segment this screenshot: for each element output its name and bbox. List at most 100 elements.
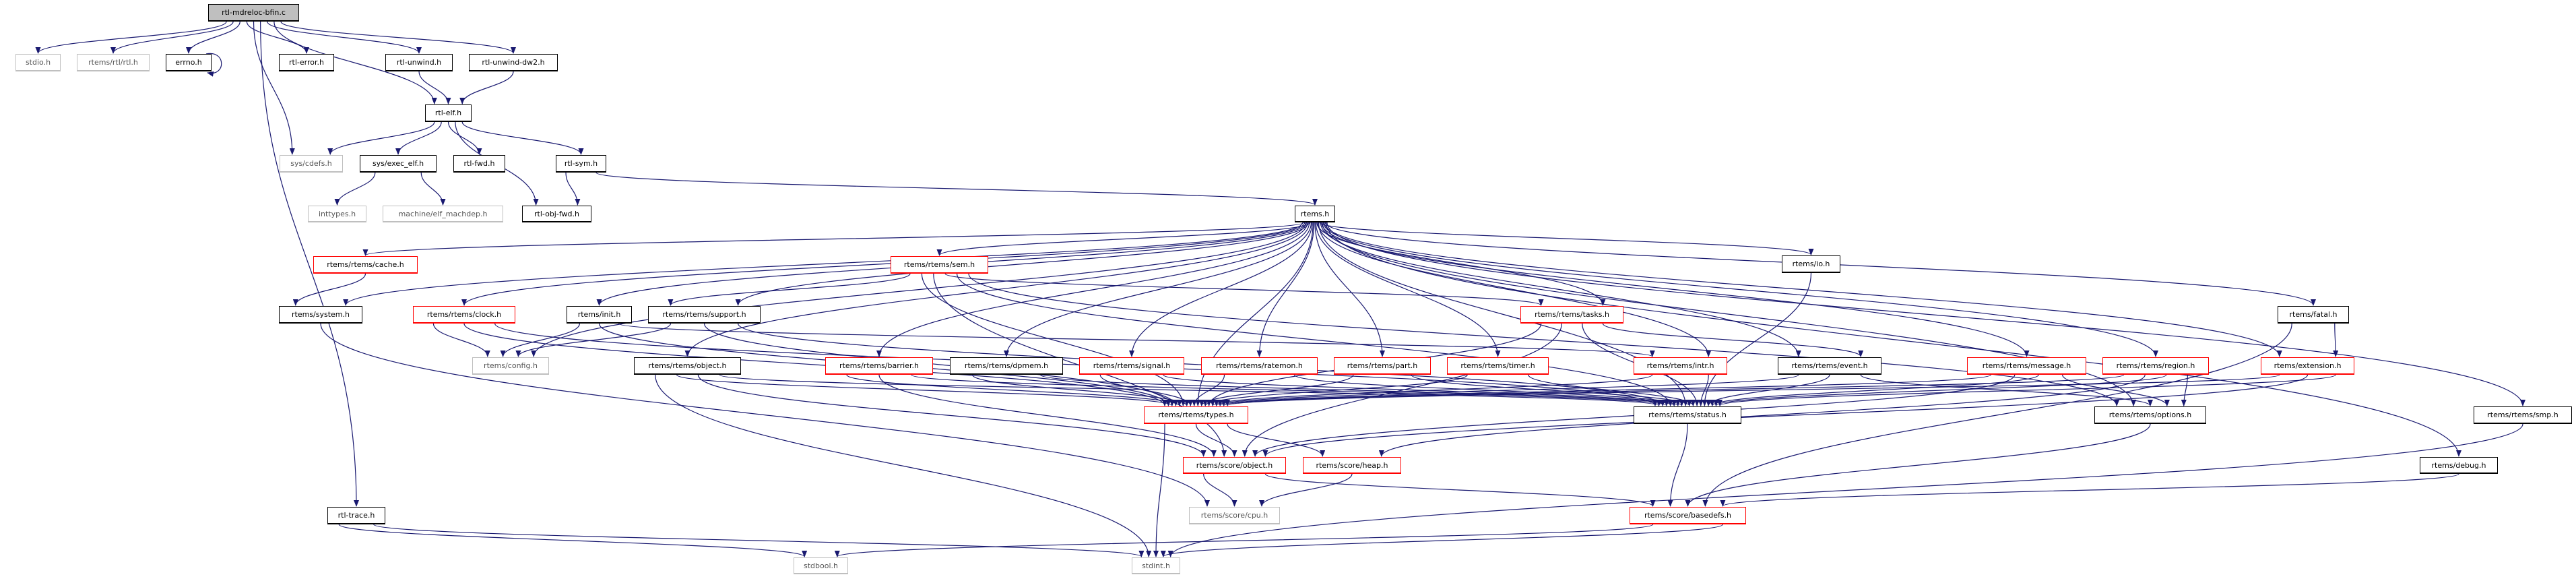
node-stdint[interactable]: stdint.h xyxy=(1132,557,1180,574)
edge-status-to-basedefs xyxy=(1667,423,1688,507)
node-label: rtems/rtems/clock.h xyxy=(426,310,502,319)
edge-types-to-stdint xyxy=(1153,423,1165,557)
node-system[interactable]: rtems/system.h xyxy=(279,306,362,324)
node-ratemon[interactable]: rtems/rtems/ratemon.h xyxy=(1201,357,1318,375)
edge-execelf-to-machdep xyxy=(420,172,446,206)
node-label: rtl-sym.h xyxy=(564,159,598,168)
node-barrier[interactable]: rtems/rtems/barrier.h xyxy=(825,357,933,375)
edge-extension-to-status xyxy=(1717,374,2336,406)
edge-rtems-to-intr xyxy=(1317,222,1712,357)
node-fatal[interactable]: rtems/fatal.h xyxy=(2278,306,2349,324)
node-debug[interactable]: rtems/debug.h xyxy=(2420,457,2498,474)
node-intr[interactable]: rtems/rtems/intr.h xyxy=(1634,357,1727,375)
node-timer[interactable]: rtems/rtems/timer.h xyxy=(1447,357,1549,375)
node-unwinddw2[interactable]: rtl-unwind-dw2.h xyxy=(469,54,558,71)
node-clock[interactable]: rtems/rtems/clock.h xyxy=(413,306,515,324)
node-config[interactable]: rtems/config.h xyxy=(472,357,549,375)
node-rtltrace[interactable]: rtl-trace.h xyxy=(327,507,385,524)
edge-root-to-rtltrace xyxy=(260,21,359,507)
node-label: rtems/rtems/types.h xyxy=(1158,410,1234,419)
node-unwind[interactable]: rtl-unwind.h xyxy=(385,54,453,71)
node-rtlsym[interactable]: rtl-sym.h xyxy=(556,155,606,173)
edge-support-to-config xyxy=(515,323,671,357)
edge-sem-to-types xyxy=(921,273,1186,406)
edge-smp-to-stdint xyxy=(1167,423,2523,557)
node-rtlerror[interactable]: rtl-error.h xyxy=(279,54,334,71)
node-status[interactable]: rtems/rtems/status.h xyxy=(1634,406,1741,424)
node-tasks[interactable]: rtems/rtems/tasks.h xyxy=(1520,306,1623,324)
node-stdio[interactable]: stdio.h xyxy=(15,54,61,71)
node-message[interactable]: rtems/rtems/message.h xyxy=(1967,357,2086,375)
edge-intr-to-status xyxy=(1698,374,1709,406)
node-rtlelf[interactable]: rtl-elf.h xyxy=(425,104,472,122)
edge-types-to-heap xyxy=(1227,423,1326,457)
edge-rtems-to-region xyxy=(1322,222,2158,357)
edge-fatal-to-basedefs xyxy=(1702,323,2292,507)
node-label: rtems/rtems/message.h xyxy=(1982,361,2071,370)
node-execelf[interactable]: sys/exec_elf.h xyxy=(360,155,437,173)
edge-heap-to-cpu xyxy=(1259,473,1353,507)
node-heap[interactable]: rtems/score/heap.h xyxy=(1303,457,1401,474)
edge-dpmem-to-status xyxy=(1039,374,1677,406)
node-cache[interactable]: rtems/rtems/cache.h xyxy=(313,256,418,274)
node-errno[interactable]: errno.h xyxy=(166,54,212,71)
node-cdefs[interactable]: sys/cdefs.h xyxy=(280,155,343,173)
node-label: sys/cdefs.h xyxy=(290,159,332,168)
node-part[interactable]: rtems/rtems/part.h xyxy=(1334,357,1431,375)
node-dpmem[interactable]: rtems/rtems/dpmem.h xyxy=(950,357,1063,375)
node-support[interactable]: rtems/rtems/support.h xyxy=(648,306,761,324)
edge-rtems-to-part xyxy=(1314,222,1385,357)
edge-rtems-to-ratemon xyxy=(1256,222,1315,357)
node-scoreobject[interactable]: rtems/score/object.h xyxy=(1183,457,1286,474)
node-inttypes[interactable]: inttypes.h xyxy=(308,206,366,222)
node-label: rtems/fatal.h xyxy=(2289,310,2338,319)
edge-rtems-to-debug xyxy=(1326,222,2461,457)
edge-rtems-to-smp xyxy=(1326,222,2525,406)
node-rtl[interactable]: rtems/rtl/rtl.h xyxy=(77,54,150,71)
edge-root-to-unwinddw2 xyxy=(280,21,516,54)
node-sem[interactable]: rtems/rtems/sem.h xyxy=(891,256,988,274)
edge-root-to-errno xyxy=(186,21,240,54)
node-label: sys/exec_elf.h xyxy=(372,159,424,168)
edge-event-to-options xyxy=(1860,374,2153,406)
edge-rtems-to-cache xyxy=(363,222,1304,256)
node-rtlfwd[interactable]: rtl-fwd.h xyxy=(453,155,505,173)
node-object[interactable]: rtems/rtems/object.h xyxy=(634,357,741,375)
node-event[interactable]: rtems/rtems/event.h xyxy=(1778,357,1881,375)
edge-rtems-to-clock xyxy=(461,222,1306,306)
node-options[interactable]: rtems/rtems/options.h xyxy=(2094,406,2206,424)
edge-object-to-status xyxy=(719,374,1662,406)
edge-part-to-status xyxy=(1411,374,1692,406)
node-cpu[interactable]: rtems/score/cpu.h xyxy=(1189,507,1280,524)
edge-barrier-to-scoreobject xyxy=(878,374,1217,457)
node-types[interactable]: rtems/rtems/types.h xyxy=(1144,406,1248,424)
node-basedefs[interactable]: rtems/score/basedefs.h xyxy=(1630,507,1746,524)
node-label: rtl-mdreloc-bfin.c xyxy=(222,8,286,17)
node-machdep[interactable]: machine/elf_machdep.h xyxy=(383,206,503,222)
node-signal[interactable]: rtems/rtems/signal.h xyxy=(1079,357,1184,375)
node-label: rtems/rtems/barrier.h xyxy=(839,361,919,370)
edge-sem-to-scoreobject xyxy=(933,273,1227,457)
edge-object-to-stdint xyxy=(655,374,1152,557)
node-label: rtems/rtems/object.h xyxy=(648,361,727,370)
node-label: rtems/score/heap.h xyxy=(1316,461,1388,470)
node-stdbool[interactable]: stdbool.h xyxy=(794,557,848,574)
edge-io-to-status xyxy=(1702,272,1812,406)
edge-object-to-scoreobject xyxy=(697,374,1206,457)
node-init[interactable]: rtems/init.h xyxy=(567,306,632,324)
node-smp[interactable]: rtems/rtems/smp.h xyxy=(2474,406,2572,424)
node-label: rtems/rtems/cache.h xyxy=(327,260,404,269)
edge-tasks-to-event xyxy=(1602,323,1864,357)
edge-rtlsym-to-rtems xyxy=(595,172,1318,206)
node-objfwd[interactable]: rtl-obj-fwd.h xyxy=(522,206,591,222)
node-label: rtems/rtems/signal.h xyxy=(1093,361,1171,370)
node-extension[interactable]: rtems/extension.h xyxy=(2261,357,2354,375)
node-region[interactable]: rtems/rtems/region.h xyxy=(2102,357,2209,375)
node-label: rtems/rtems/part.h xyxy=(1347,361,1418,370)
edge-region-to-status xyxy=(1713,374,2167,406)
edge-dpmem-to-types xyxy=(972,374,1190,406)
node-label: errno.h xyxy=(175,58,202,67)
node-rtems[interactable]: rtems.h xyxy=(1295,206,1335,222)
node-io[interactable]: rtems/io.h xyxy=(1782,255,1840,273)
